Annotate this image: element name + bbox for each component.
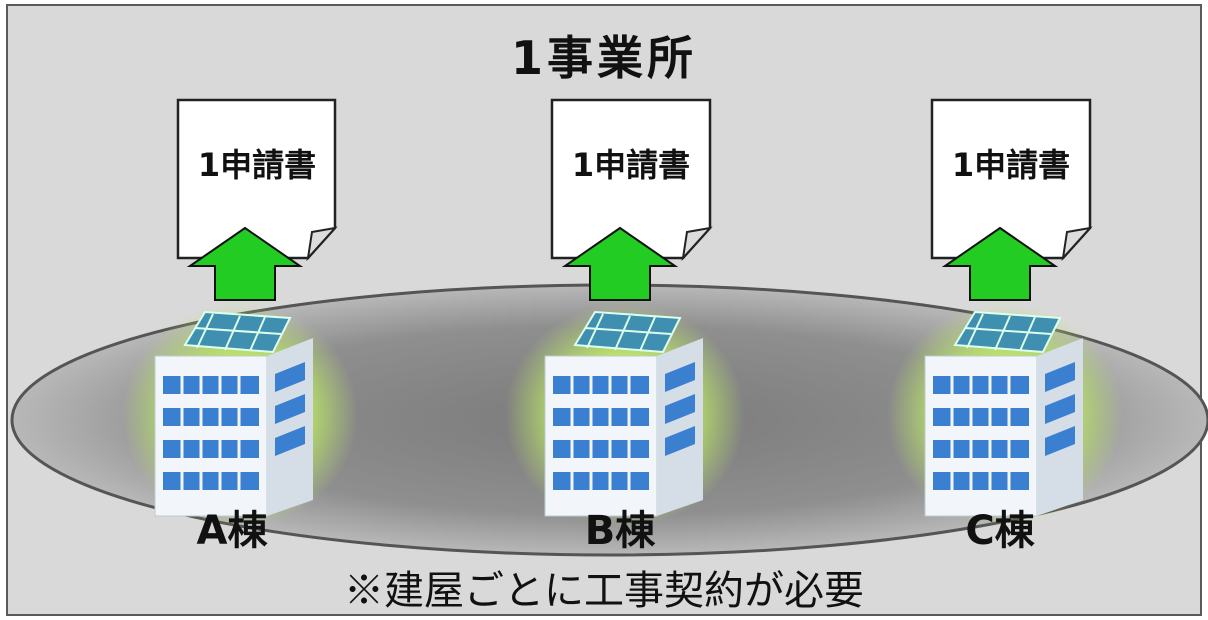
- building-a: [122, 303, 358, 527]
- building-b-label: B棟: [584, 508, 656, 554]
- document-b: [550, 98, 713, 262]
- footnote: ※建屋ごとに工事契約が必要: [344, 568, 864, 614]
- building-c: [887, 303, 1123, 527]
- arrow-b: [561, 226, 679, 301]
- arrow-c: [941, 226, 1059, 301]
- document-a-label: 1申請書: [197, 146, 317, 184]
- arrow-a: [186, 226, 304, 301]
- document-a: [176, 98, 338, 262]
- document-b-label: 1申請書: [571, 146, 691, 184]
- document-c-label: 1申請書: [951, 146, 1071, 184]
- building-b: [505, 303, 745, 527]
- diagram-title: 1事業所: [510, 31, 697, 85]
- building-c-label: C棟: [965, 508, 1035, 554]
- document-c: [930, 98, 1093, 262]
- building-a-label: A棟: [196, 508, 268, 554]
